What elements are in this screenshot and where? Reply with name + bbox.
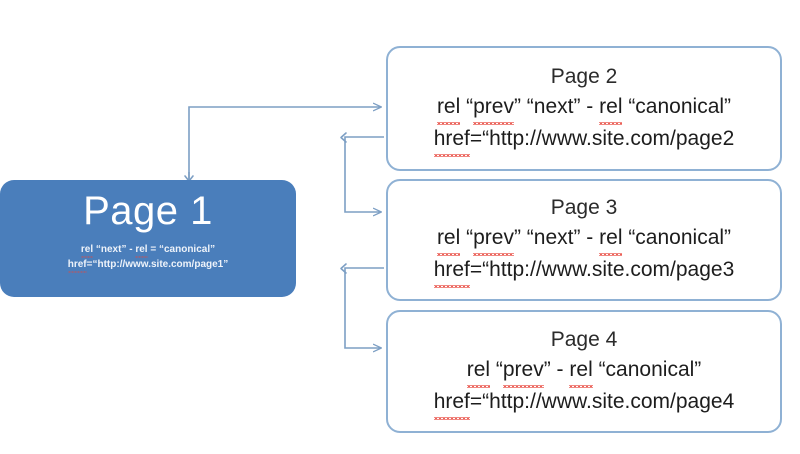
page1-rel-end: = “canonical”: [147, 244, 216, 255]
page1-href-line: href=“http://www.site.com/page1”: [67, 257, 229, 273]
connector-page2-page3: [340, 132, 384, 212]
spellcheck-rel: rel: [436, 222, 461, 256]
spellcheck-href: href: [433, 123, 471, 157]
page3-box[interactable]: Page 3 rel “prev” “next” - rel “canonica…: [386, 179, 782, 301]
page2-rel-mid: ” “next” -: [513, 94, 600, 118]
page3-href-line: href=“http://www.site.com/page3: [433, 254, 735, 288]
page4-href-line: href=“http://www.site.com/page4: [433, 386, 735, 420]
page1-box[interactable]: Page 1 rel “next” - rel = “canonical” hr…: [0, 180, 296, 297]
page3-title: Page 3: [550, 196, 618, 219]
spellcheck-href: href: [433, 386, 471, 420]
page2-rel-line: rel “prev” “next” - rel “canonical”: [436, 91, 732, 125]
page4-rel-canonical: “canonical”: [592, 357, 702, 381]
page1-rel-line: rel “next” - rel = “canonical”: [80, 242, 216, 258]
spellcheck-href: href: [67, 259, 87, 273]
page2-href-url: =“http://www.site.com/page2: [469, 126, 735, 150]
page3-rel-line: rel “prev” “next” - rel “canonical”: [436, 222, 732, 256]
spellcheck-rel-2: rel: [599, 222, 623, 256]
page2-href-line: href=“http://www.site.com/page2: [433, 123, 735, 157]
page2-rel-q1: “: [460, 94, 474, 118]
spellcheck-prev: prev: [502, 354, 544, 388]
page3-rel-q1: “: [460, 226, 474, 249]
connector-page3-page4: [340, 263, 384, 348]
spellcheck-rel-2: rel: [569, 354, 594, 388]
spellcheck-rel-2: rel: [135, 244, 148, 258]
page4-box[interactable]: Page 4 rel “prev” - rel “canonical” href…: [386, 310, 782, 433]
page2-rel-canonical: “canonical”: [622, 94, 732, 118]
spellcheck-rel: rel: [466, 354, 491, 388]
spellcheck-rel: rel: [436, 91, 461, 125]
page1-title: Page 1: [83, 189, 213, 233]
page4-href-url: =“http://www.site.com/page4: [469, 389, 735, 413]
spellcheck-rel: rel: [80, 244, 94, 258]
page4-rel-line: rel “prev” - rel “canonical”: [466, 354, 702, 388]
page3-rel-canonical: “canonical”: [622, 226, 732, 249]
page1-href-url: =“http://www.site.com/page1”: [86, 259, 229, 270]
spellcheck-prev: prev: [473, 91, 514, 125]
page4-rel-q1: “: [490, 357, 503, 381]
page2-title: Page 2: [550, 64, 618, 88]
page4-rel-mid: ” -: [543, 357, 570, 381]
spellcheck-rel-2: rel: [599, 91, 623, 125]
page4-title: Page 4: [550, 327, 618, 351]
connector-page2-to-page1: [184, 107, 381, 182]
page1-rel-mid: “next” -: [93, 244, 136, 255]
spellcheck-prev: prev: [473, 222, 514, 256]
page2-box[interactable]: Page 2 rel “prev” “next” - rel “canonica…: [386, 46, 782, 171]
spellcheck-href: href: [433, 254, 471, 288]
page3-rel-mid: ” “next” -: [513, 226, 600, 249]
page3-href-url: =“http://www.site.com/page3: [469, 258, 735, 281]
